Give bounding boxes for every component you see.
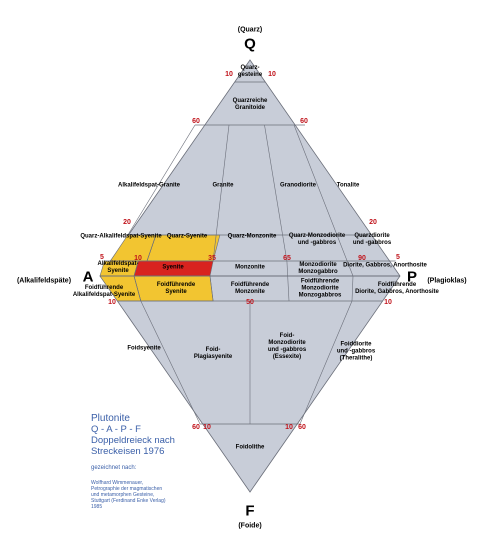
boundary-foid-10 [140, 300, 201, 425]
field-alkalifeldspat-syenite: Alkalifeldspat- Syenite [97, 261, 139, 274]
legend-reference-line: Stuttgart (Ferdinand Enke Verlag) [91, 498, 166, 504]
legend-reference-line: Petrographie der magmatischen [91, 486, 163, 492]
boundary-foid-90 [299, 300, 353, 425]
corner-p-name: (Plagioklas) [427, 277, 467, 285]
corner-q-letter: Q [244, 35, 256, 53]
field-foiddiorite: Foiddiorite und -gabbros (Theralithe) [336, 341, 376, 362]
legend-reference-line: Wolfhard Wimmenauer, [91, 480, 144, 486]
boundary-lower-90 [351, 275, 354, 302]
field-granodiorite: Granodiorite [279, 182, 317, 189]
field-tonalite: Tonalite [336, 182, 360, 189]
field-foidfuehrende-monzonite: Foidführende Monzonite [230, 282, 270, 295]
number-label: 60 [300, 118, 308, 125]
number-label: 10 [134, 255, 142, 262]
corner-q-name: (Quarz) [237, 26, 263, 34]
field-foid-plagiasyenite: Foid- Plagiasyenite [193, 347, 233, 360]
field-quarz-alkalifeldspat-syenite: Quarz-Alkalifeldspat-Syenite [80, 233, 162, 240]
number-label: 10 [384, 299, 392, 306]
boundary-lower-35 [209, 275, 214, 302]
legend-reference: Wolfhard Wimmenauer, Petrographie der ma… [91, 480, 231, 510]
field-diorite: Diorite, Gabbros, Anorthosite [343, 262, 427, 269]
number-label: 20 [123, 219, 131, 226]
field-foidsyenite: Foidsyenite [127, 345, 161, 352]
corner-a-name: (Alkalifeldspäte) [16, 277, 72, 285]
number-label: 5 [396, 254, 400, 261]
boundary-upper-90 [293, 124, 354, 277]
field-foidfuehrende-alkalifeldspat-syenite: Foidführende Alkalifeldspat-Syenite [72, 285, 136, 298]
boundary-a10 [133, 260, 139, 277]
field-foidfuehrende-diorite: Foidführende Diorite, Gabbros, Anorthosi… [355, 282, 439, 295]
legend-reference-line: und metamorphen Gesteine, [91, 492, 155, 498]
legend-line-3: Streckeisen 1976 [91, 446, 165, 457]
field-quarz-syenite: Quarz-Syenite [166, 233, 208, 240]
number-label: 60 [298, 424, 306, 431]
field-quarz-monzodiorite: Quarz-Monzodiorite und -gabbros [288, 233, 346, 246]
number-label: 10 [108, 299, 116, 306]
boundary-q5-65 [286, 260, 290, 302]
field-monzodiorite: Monzodiorite Monzogabbro [298, 262, 338, 275]
corner-a-letter: A [82, 268, 94, 286]
corner-f-letter: F [245, 502, 255, 520]
number-label: 10 [225, 71, 233, 78]
number-label: 10 [285, 424, 293, 431]
legend-reference-line: 1985 [91, 504, 103, 510]
field-foidfuehrende-monzodiorite: Foidführende Monzodiorite Monzogabbros [298, 278, 342, 299]
boundary-upper-65 [264, 124, 288, 262]
field-alkalifeldspat-granite: Alkalifeldspat-Granite [117, 182, 181, 189]
legend-drawn-after: gezeichnet nach: [91, 465, 137, 471]
field-foid-monzodiorite: Foid- Monzodiorite und -gabbros (Essexit… [267, 333, 307, 360]
field-granite: Granite [212, 182, 234, 189]
number-label: 90 [358, 255, 366, 262]
field-foidfuehrende-syenite: Foidführende Syenite [156, 282, 196, 295]
boundary-upper-10 [127, 124, 196, 236]
field-syenite: Syenite [162, 264, 184, 271]
field-quarzgesteine: Quarz- gesteine [237, 65, 263, 78]
legend-title: Plutonite [91, 413, 130, 424]
field-foidolithe: Foidolithe [235, 444, 265, 451]
number-label: 10 [268, 71, 276, 78]
boundary-upper-35 [212, 124, 230, 262]
field-quarzdiorite: Quarzdiorite und -gabbros [352, 233, 392, 246]
number-label: 20 [369, 219, 377, 226]
corner-p-letter: P [406, 268, 418, 286]
number-label: 35 [208, 255, 216, 262]
number-label: 5 [100, 254, 104, 261]
legend-line-2: Doppeldreieck nach [91, 435, 175, 446]
number-label: 60 [192, 118, 200, 125]
legend-line-1: Q - A - P - F [91, 424, 141, 435]
number-label: 65 [283, 255, 291, 262]
field-quarz-monzonite: Quarz-Monzonite [227, 233, 277, 240]
legend-block: Plutonite Q - A - P - F Doppeldreieck na… [91, 413, 231, 510]
field-monzonite: Monzonite [235, 264, 265, 271]
field-quarzreiche-granitoide: Quarzreiche Granitoide [232, 98, 268, 111]
number-label: 10 [203, 424, 211, 431]
boundary-lower-10 [133, 275, 142, 302]
corner-f-name: (Foide) [238, 522, 262, 530]
boundary-syenite-split [146, 234, 157, 262]
number-label: 60 [192, 424, 200, 431]
number-label: 50 [246, 299, 254, 306]
